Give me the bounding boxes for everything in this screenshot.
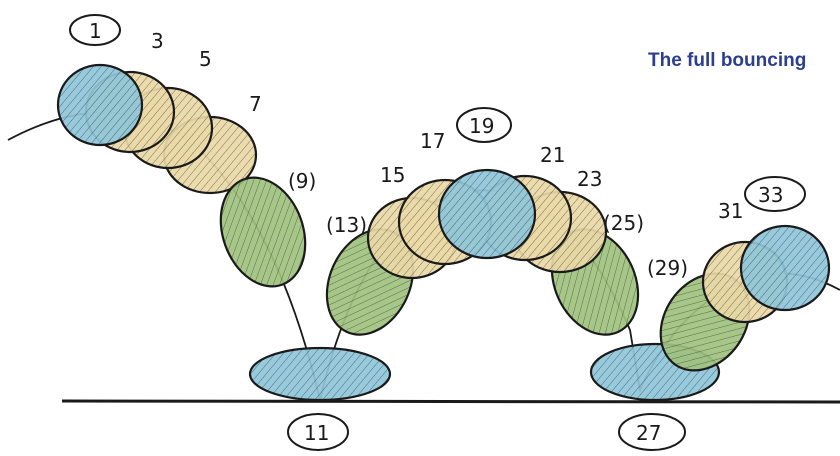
label-frame-27: 27	[636, 421, 661, 445]
label-frame-33: 33	[758, 183, 783, 207]
label-frame-5: 5	[199, 47, 212, 71]
label-frame-23: 23	[577, 167, 602, 191]
label-frame-21: 21	[540, 143, 565, 167]
ball-frame-19-hatch	[439, 170, 535, 258]
label-frame-1: 1	[89, 19, 102, 43]
label-frame-17: 17	[420, 129, 445, 153]
label-frame-19: 19	[469, 114, 494, 138]
circle-marker-1	[69, 14, 121, 46]
ball-group-end	[659, 224, 831, 372]
ball-frame-11-hatch	[250, 348, 390, 400]
ball-frame-9-hatch	[220, 177, 306, 287]
label-frame-9: (9)	[288, 169, 316, 193]
label-frame-7: 7	[249, 92, 262, 116]
circle-marker-33	[744, 176, 806, 212]
label-frame-29: (29)	[647, 256, 688, 280]
circle-marker-11	[287, 413, 349, 451]
ball-group-middle	[325, 168, 640, 336]
ball-group-start	[56, 63, 258, 195]
circle-marker-27	[618, 413, 686, 451]
ground-line	[61, 399, 840, 404]
circle-marker-19	[456, 107, 512, 143]
label-frame-3: 3	[151, 29, 164, 53]
ball-frame-1-hatch	[58, 65, 142, 145]
label-frame-25: (25)	[603, 211, 644, 235]
ball-frame-33-hatch	[741, 226, 829, 310]
label-frame-31: 31	[718, 199, 743, 223]
label-frame-11: 11	[304, 421, 329, 445]
label-frame-13: (13)	[326, 213, 367, 237]
caption-title: The full bouncing	[648, 50, 807, 71]
label-frame-15: 15	[380, 163, 405, 187]
